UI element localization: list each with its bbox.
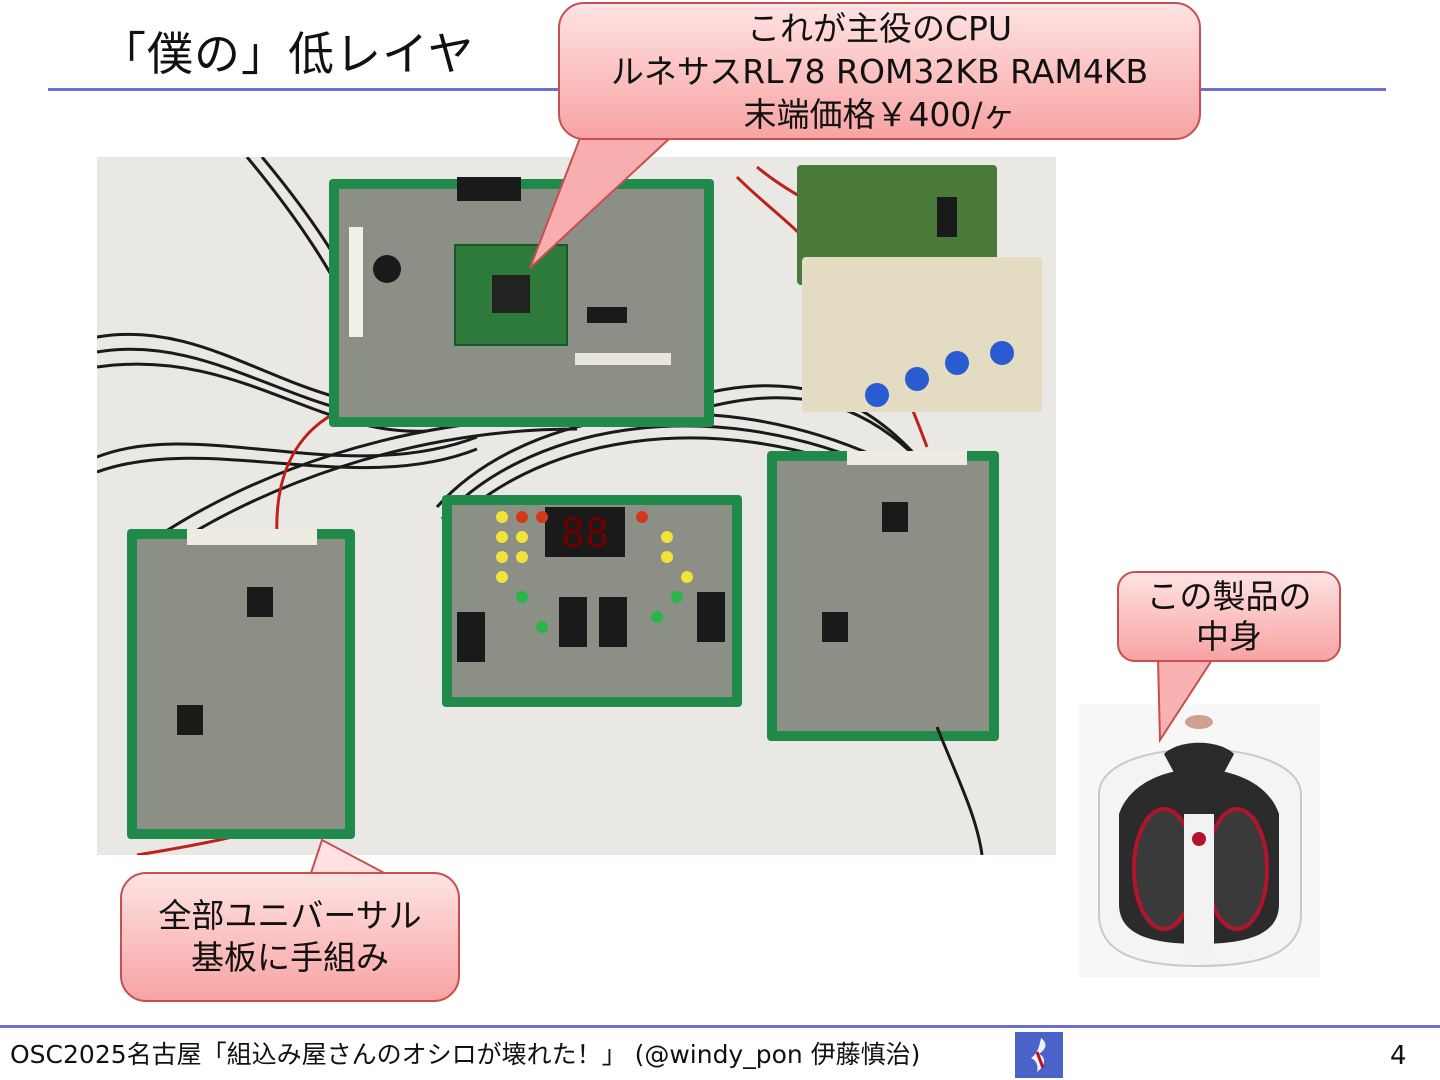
- product-callout-line1: この製品の: [1146, 576, 1312, 616]
- cpu-callout: これが主役のCPU ルネサスRL78 ROM32KB RAM4KB 末端価格￥4…: [558, 2, 1201, 140]
- board-callout: 全部ユニバーサル 基板に手組み: [120, 872, 460, 1002]
- product-callout: この製品の 中身: [1117, 571, 1341, 662]
- page-number: 4: [1390, 1041, 1407, 1071]
- slide-title: 「僕の」低レイヤ: [100, 27, 475, 81]
- cpu-callout-line2: ルネサスRL78 ROM32KB RAM4KB: [610, 51, 1149, 91]
- right-board: [767, 451, 999, 855]
- footer-text: OSC2025名古屋「組込み屋さんのオシロが壊れた！」 (@windy_pon …: [10, 1040, 921, 1069]
- footer-divider: [0, 1025, 1440, 1028]
- left-board: [127, 529, 355, 839]
- board-callout-line1: 全部ユニバーサル: [158, 896, 422, 935]
- cpu-board: [329, 177, 714, 427]
- cpu-callout-tail: [529, 134, 673, 269]
- product-photo: [1079, 704, 1320, 977]
- product-callout-tail: [1156, 658, 1214, 744]
- led-board: 88: [442, 495, 742, 707]
- cpu-callout-line1: これが主役のCPU: [746, 8, 1013, 48]
- amp-board: [797, 165, 1042, 412]
- board-callout-line2: 基板に手組み: [191, 938, 389, 977]
- svg-text:88: 88: [561, 511, 609, 557]
- author-logo-icon: [1015, 1032, 1063, 1078]
- product-callout-line2: 中身: [1196, 616, 1262, 656]
- circuit-boards-photo: 88: [97, 157, 1056, 855]
- cpu-callout-line3: 末端価格￥400/ヶ: [743, 94, 1016, 134]
